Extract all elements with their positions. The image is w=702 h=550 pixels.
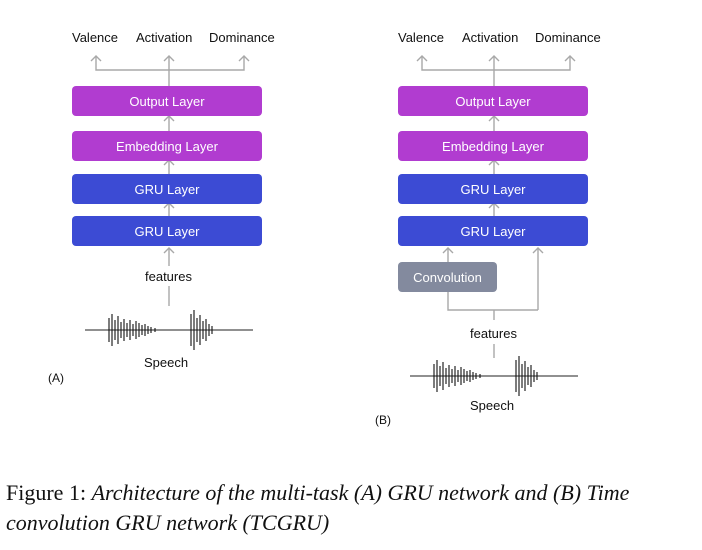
gru-layer-box-lower: GRU Layer	[398, 216, 588, 246]
speech-label: Speech	[470, 398, 515, 413]
speech-waveform-a	[85, 310, 253, 350]
output-label-activation: Activation	[462, 30, 519, 45]
figure-caption: Figure 1: Architecture of the multi-task…	[6, 478, 696, 538]
caption-text: Architecture of the multi-task (A) GRU n…	[6, 480, 630, 535]
panel-label-a: (A)	[48, 371, 64, 385]
convolution-box: Convolution	[398, 262, 497, 292]
caption-prefix: Figure 1:	[6, 480, 87, 505]
gru-layer-box-upper: GRU Layer	[72, 174, 262, 204]
output-label-valence: Valence	[398, 30, 445, 45]
output-label-dominance: Dominance	[209, 30, 275, 45]
output-label-dominance: Dominance	[535, 30, 601, 45]
gru-layer-box-upper: GRU Layer	[398, 174, 588, 204]
gru-layer-box-lower: GRU Layer	[72, 216, 262, 246]
features-label: features	[145, 269, 192, 284]
embedding-layer-box: Embedding Layer	[398, 131, 588, 161]
panel-label-b: (B)	[375, 413, 391, 427]
speech-label: Speech	[144, 355, 189, 370]
speech-waveform-b	[410, 356, 578, 396]
output-label-activation: Activation	[136, 30, 193, 45]
embedding-layer-box: Embedding Layer	[72, 131, 262, 161]
output-label-valence: Valence	[72, 30, 119, 45]
output-layer-box: Output Layer	[398, 86, 588, 116]
output-layer-box: Output Layer	[72, 86, 262, 116]
features-label: features	[470, 326, 517, 341]
